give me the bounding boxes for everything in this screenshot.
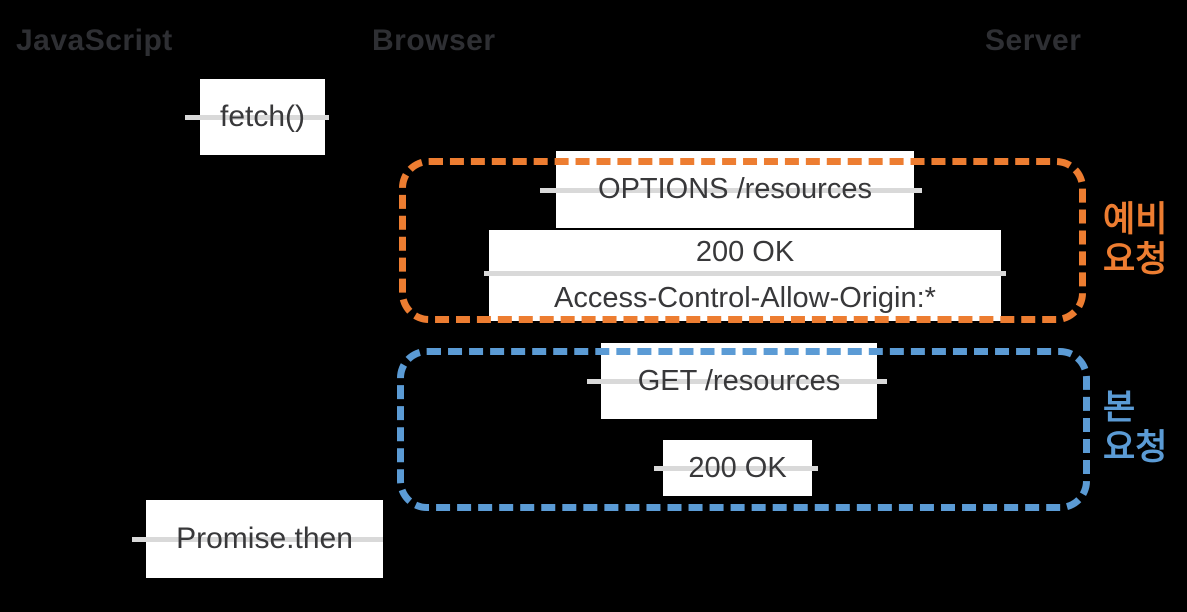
- fetch-call-box: fetch(): [185, 79, 329, 155]
- arrow-line: [132, 537, 383, 542]
- fetch-call-label: fetch(): [219, 100, 306, 133]
- arrow-line: [484, 270, 1006, 276]
- arrow-line: [185, 115, 329, 120]
- preflight-response-header: Access-Control-Allow-Origin:*: [554, 281, 936, 314]
- arrow-line: [654, 466, 818, 471]
- main-request-group-label: 본 요청: [1103, 388, 1168, 467]
- column-header-server: Server: [985, 24, 1082, 57]
- main-request-group-outline: [397, 348, 1090, 511]
- preflight-response-box: 200 OK Access-Control-Allow-Origin:*: [484, 230, 1006, 321]
- preflight-request-group-outline: [399, 158, 1086, 323]
- column-header-browser: Browser: [372, 24, 496, 57]
- arrow-line: [587, 379, 887, 384]
- promise-then-box: Promise.then: [132, 500, 383, 578]
- main-response-box: 200 OK: [654, 440, 818, 496]
- options-request-label: OPTIONS /resources: [598, 173, 872, 205]
- preflight-request-group-label: 예비 요청: [1103, 200, 1168, 279]
- get-request-box: GET /resources: [587, 343, 887, 419]
- column-header-javascript: JavaScript: [16, 24, 173, 57]
- get-request-label: GET /resources: [637, 364, 841, 397]
- promise-then-label: Promise.then: [176, 522, 353, 555]
- arrow-line: [540, 187, 922, 193]
- main-response-label: 200 OK: [688, 451, 787, 484]
- preflight-response-status: 200 OK: [695, 236, 795, 269]
